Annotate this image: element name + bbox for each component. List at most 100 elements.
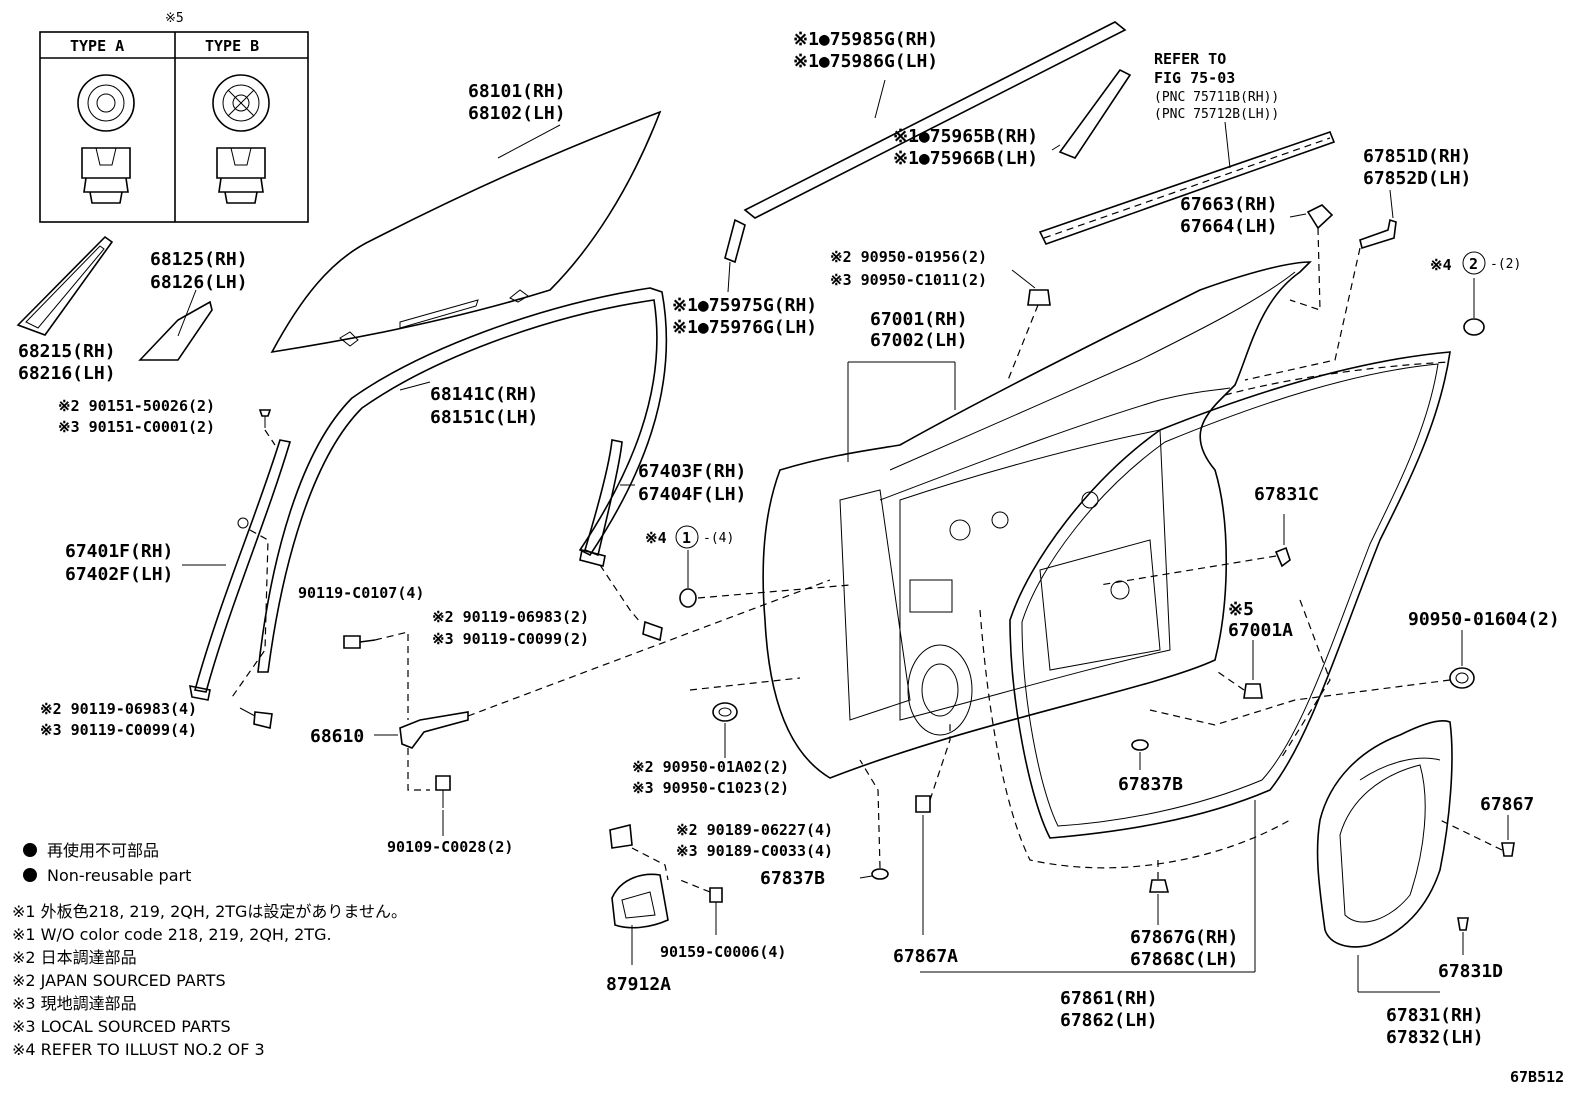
clip-67867 [1439, 815, 1515, 857]
label-mirror-rh: 67663(RH) [1180, 194, 1278, 215]
note-line: ※1 外板色218, 219, 2QH, 2TGは設定がありません。 [12, 902, 407, 921]
label-run-lh: 68151C(LH) [430, 407, 538, 428]
hole-plug-01a02 [689, 677, 801, 758]
ref-2-plug: ※4 2 -(2) [1430, 251, 1521, 336]
ref1-count: -(4) [703, 531, 734, 546]
label-bolt4b-a: ※2 90119-06983(4) [40, 700, 197, 718]
clip-67831d [1457, 917, 1469, 955]
label-rr-rh: 67403F(RH) [638, 461, 746, 482]
filled-dot-icon [23, 868, 37, 882]
plug-90950-01604 [1149, 630, 1475, 726]
label-check: 68610 [310, 726, 364, 747]
quarter-glass [16, 235, 213, 361]
rear-run [579, 439, 641, 623]
ref2-mark: ※4 [1430, 256, 1452, 274]
label-67831c: 67831C [1254, 484, 1319, 505]
door-check [374, 579, 831, 791]
label-sc1-a: ※2 90151-50026(2) [58, 397, 215, 415]
type-b-label: TYPE B [205, 37, 259, 55]
front-door-panel [762, 261, 1312, 779]
bolt-90119-06983-4 [239, 707, 273, 729]
clip-type-b-icon [212, 74, 270, 204]
label-cover-rh: 67831(RH) [1386, 1005, 1484, 1026]
label-mld3-lh: ※1●75976G(LH) [672, 317, 817, 338]
belt-weatherstrip [1038, 121, 1336, 245]
label-mld3-rh: ※1●75975G(RH) [672, 295, 817, 316]
label-67837b-upper: 67837B [1118, 774, 1183, 795]
note-line: ※3 LOCAL SOURCED PARTS [12, 1017, 231, 1036]
note-line: ※2 JAPAN SOURCED PARTS [12, 971, 226, 990]
filled-dot-icon [23, 843, 37, 857]
label-qglass-rh: 68125(RH) [150, 249, 248, 270]
mirror-cover [1289, 204, 1334, 311]
label-67001a-mark: ※5 [1228, 599, 1254, 620]
label-pin: 90109-C0028(2) [387, 838, 513, 856]
label-sc1-b: ※3 90151-C0001(2) [58, 418, 215, 436]
label-ws-rh: 67861(RH) [1060, 988, 1158, 1009]
bracket-87912a [609, 823, 669, 965]
note-line: ※4 REFER TO ILLUST NO.2 OF 3 [12, 1040, 265, 1059]
label-div-lh: 67402F(LH) [65, 564, 173, 585]
refer-line-2: FIG 75-03 [1154, 69, 1235, 87]
label-bolt2-a: ※2 90119-06983(2) [432, 608, 589, 626]
label-door-lh: 67002(LH) [870, 330, 968, 351]
plug-67837b-lower [859, 759, 889, 880]
note-line: ※1 W/O color code 218, 219, 2QH, 2TG. [12, 925, 332, 944]
label-bracket-lh: 67852D(LH) [1363, 168, 1471, 189]
footnotes: ※1 外板色218, 219, 2QH, 2TGは設定がありません。 ※1 W/… [12, 902, 407, 1059]
label-90950-01604: 90950-01604(2) [1408, 609, 1560, 630]
ref1-mark: ※4 [645, 529, 667, 547]
label-hole-b: ※3 90950-C1023(2) [632, 779, 789, 797]
plug-67001a [1214, 640, 1263, 699]
label-bolt4b-b: ※3 90119-C0099(4) [40, 721, 197, 739]
label-mld2-lh: ※1●75966B(LH) [893, 148, 1038, 169]
figure-id: 67B512 [1510, 1068, 1564, 1086]
plug-67837b-upper [1131, 739, 1149, 770]
label-qseal-rh: 68215(RH) [18, 341, 116, 362]
label-cover-lh: 67832(LH) [1386, 1027, 1484, 1048]
service-hole-cover [1316, 720, 1453, 993]
ref2-count: -(2) [1490, 257, 1521, 272]
bracket-67851d [1244, 189, 1397, 381]
note-line: ※2 日本調達部品 [12, 948, 137, 967]
clip-67831c [1099, 514, 1291, 586]
refer-line-4: (PNC 75712B(LH)) [1154, 107, 1279, 122]
label-bracket-rh: 67851D(RH) [1363, 146, 1471, 167]
clip-type-inset: ※5 TYPE A TYPE B [39, 11, 309, 223]
label-clip-a: ※2 90189-06227(4) [676, 821, 833, 839]
label-run-rh: 68141C(RH) [430, 384, 538, 405]
legend-en: Non-reusable part [47, 866, 191, 885]
hole-plug-top [1007, 269, 1051, 381]
label-qseal-lh: 68216(LH) [18, 363, 116, 384]
pin-90109 [435, 775, 451, 836]
label-67831d: 67831D [1438, 961, 1503, 982]
note-line: ※3 現地調達部品 [12, 994, 137, 1013]
glass-run [257, 287, 668, 673]
door-glass [270, 110, 662, 354]
clip-type-a-icon [77, 74, 135, 204]
label-87912a: 87912A [606, 974, 671, 995]
door-weatherstrip [920, 351, 1451, 973]
label-67867a: 67867A [893, 946, 958, 967]
inset-mark: ※5 [165, 11, 184, 26]
type-a-label: TYPE A [70, 37, 124, 55]
label-bolt2-b: ※3 90119-C0099(2) [432, 630, 589, 648]
label-clip-b: ※3 90189-C0033(4) [676, 842, 833, 860]
ref-1-plug: ※4 1 -(4) [645, 525, 851, 608]
label-hole-a: ※2 90950-01A02(2) [632, 758, 789, 776]
label-rr-lh: 67404F(LH) [638, 484, 746, 505]
label-wsclip-rh: 67867G(RH) [1130, 927, 1238, 948]
label-ws-lh: 67862(LH) [1060, 1010, 1158, 1031]
label-mld2-rh: ※1●75965B(RH) [893, 126, 1038, 147]
ref2-number: 2 [1469, 255, 1478, 273]
label-screw: 90159-C0006(4) [660, 943, 786, 961]
belt-moldings [724, 21, 1132, 293]
division-bar-front [182, 439, 292, 701]
label-67867: 67867 [1480, 794, 1534, 815]
label-mirror-lh: 67664(LH) [1180, 216, 1278, 237]
label-qglass-lh: 68126(LH) [150, 272, 248, 293]
refer-line-1: REFER TO [1154, 50, 1226, 68]
label-wsclip-lh: 67868C(LH) [1130, 949, 1238, 970]
label-cl1-a: ※2 90950-01956(2) [830, 248, 987, 266]
